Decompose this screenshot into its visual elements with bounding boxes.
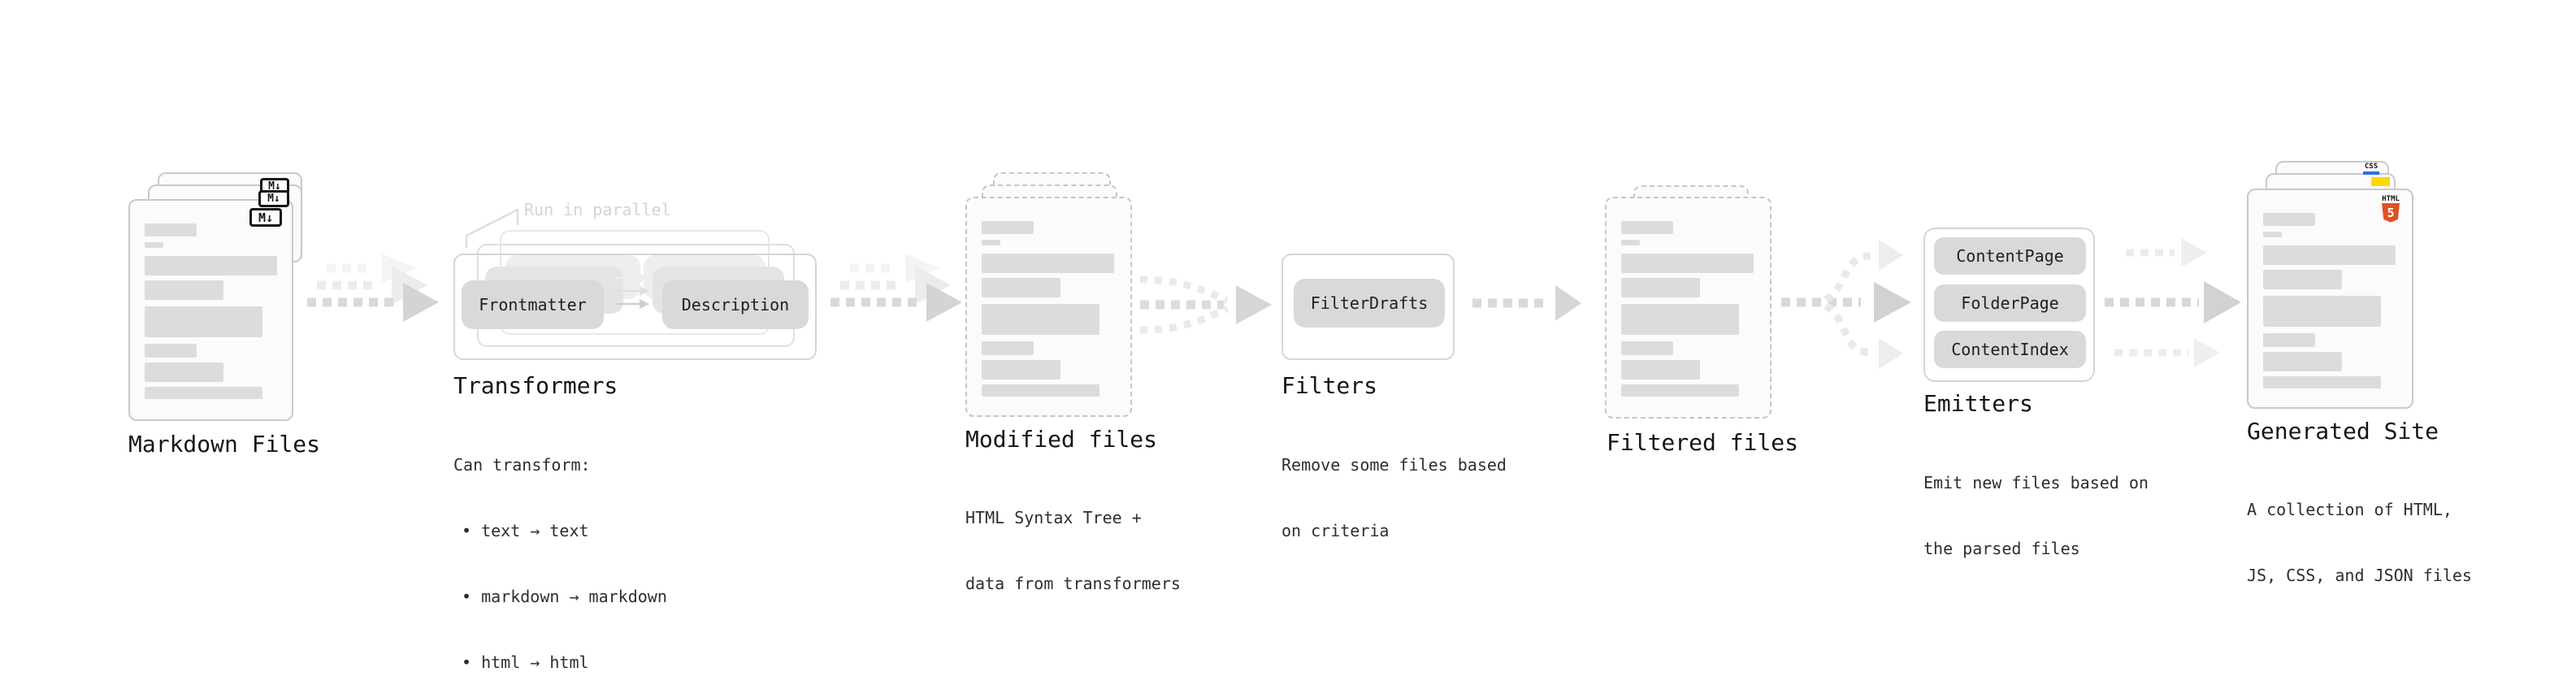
- doc-line-placeholder: [145, 344, 197, 358]
- html5-icon-label: HTML: [2382, 195, 2400, 203]
- doc-line-placeholder: [1621, 341, 1673, 355]
- doc-line-placeholder: [1621, 304, 1739, 335]
- transformers-note-line: • html → html: [462, 653, 589, 672]
- doc-line-placeholder: [145, 387, 262, 399]
- arrow-modified-to-filters-converge: [1139, 275, 1272, 334]
- transformers-title: Transformers: [453, 372, 618, 399]
- doc-line-placeholder: [2263, 296, 2381, 327]
- generated-note-line: A collection of HTML,: [2247, 500, 2452, 519]
- filtered-files-label: Filtered files: [1607, 429, 1799, 456]
- doc-line-placeholder: [982, 360, 1060, 380]
- doc-content-placeholder: [967, 221, 1130, 397]
- doc-line-placeholder: [145, 280, 223, 300]
- arrow-filters-to-filtered: [1472, 285, 1581, 321]
- description-pill: Description: [662, 280, 809, 329]
- css-icon: CSS: [2363, 163, 2379, 175]
- emitters-note: Emit new files based on the parsed files: [1923, 428, 2149, 604]
- doc-line-placeholder: [2263, 245, 2396, 265]
- html5-icon-number: 5: [2387, 206, 2394, 220]
- frontmatter-pill: Frontmatter: [462, 280, 604, 329]
- emitters-group-box: [1923, 228, 2095, 382]
- filtered-doc: [1605, 197, 1772, 419]
- arrow-transformers-to-modified: [830, 254, 962, 322]
- doc-content-placeholder: [130, 223, 292, 399]
- transformers-note-line: • text → text: [462, 521, 589, 540]
- doc-line-placeholder: [982, 278, 1060, 297]
- filters-note-line: on criteria: [1281, 521, 1390, 540]
- arrow-emitters-to-generated: [2105, 238, 2241, 367]
- doc-line-placeholder: [982, 254, 1114, 273]
- generated-site-note: A collection of HTML, JS, CSS, and JSON …: [2247, 455, 2472, 631]
- markdown-doc: M↓: [128, 199, 293, 421]
- doc-line-placeholder: [1621, 384, 1739, 397]
- doc-line-placeholder: [982, 384, 1099, 397]
- filters-group-box: [1281, 254, 1455, 360]
- filters-note-line: Remove some files based: [1281, 455, 1507, 475]
- arrow-markdown-to-transformers: [307, 254, 439, 322]
- doc-line-placeholder: [982, 221, 1034, 234]
- filters-note: Remove some files based on criteria: [1281, 410, 1507, 586]
- doc-line-placeholder: [2263, 213, 2315, 226]
- filterdrafts-pill: FilterDrafts: [1294, 279, 1445, 327]
- doc-line-placeholder: [145, 256, 277, 275]
- doc-line-placeholder: [145, 242, 163, 248]
- contentindex-pill: ContentIndex: [1934, 331, 2086, 368]
- doc-line-placeholder: [145, 362, 223, 382]
- doc-line-placeholder: [2263, 270, 2342, 289]
- doc-content-placeholder: [2249, 213, 2412, 388]
- doc-line-placeholder: [982, 240, 1000, 245]
- emitters-note-line: the parsed files: [1923, 539, 2080, 558]
- transformers-note-line: • markdown → markdown: [462, 587, 667, 606]
- generated-site-label: Generated Site: [2247, 418, 2439, 445]
- modified-files-note: HTML Syntax Tree + data from transformer…: [965, 463, 1181, 639]
- modified-note-line: HTML Syntax Tree +: [965, 508, 1142, 527]
- doc-line-placeholder: [1621, 221, 1673, 234]
- doc-line-placeholder: [1621, 240, 1640, 245]
- folderpage-pill: FolderPage: [1934, 284, 2086, 322]
- html5-icon: HTML 5: [2382, 195, 2400, 223]
- parallel-arrows-icon: [615, 273, 649, 309]
- generated-note-line: JS, CSS, and JSON files: [2247, 566, 2472, 585]
- filters-title: Filters: [1281, 372, 1378, 399]
- emitters-title: Emitters: [1923, 390, 2033, 417]
- arrow-filtered-to-emitters-split: [1781, 240, 1911, 369]
- doc-line-placeholder: [2263, 232, 2282, 237]
- markdown-icon: M↓: [249, 208, 282, 227]
- markdown-icon: M↓: [258, 190, 289, 207]
- doc-line-placeholder: [2263, 376, 2381, 388]
- doc-line-placeholder: [1621, 254, 1754, 273]
- run-in-parallel-annotation: Run in parallel: [524, 200, 671, 219]
- doc-line-placeholder: [1621, 278, 1700, 297]
- doc-content-placeholder: [1607, 221, 1770, 397]
- transformers-group-box: [453, 254, 817, 360]
- contentpage-pill: ContentPage: [1934, 237, 2086, 275]
- modified-note-line: data from transformers: [965, 574, 1181, 593]
- javascript-icon: [2371, 177, 2390, 186]
- modified-doc: [965, 197, 1132, 417]
- transformers-note-line: Can transform:: [453, 455, 591, 475]
- doc-line-placeholder: [145, 306, 262, 337]
- doc-line-placeholder: [982, 304, 1099, 335]
- doc-line-placeholder: [2263, 352, 2342, 371]
- modified-files-label: Modified files: [965, 426, 1158, 453]
- transformers-note: Can transform: • text → text • markdown …: [453, 410, 667, 681]
- doc-line-placeholder: [982, 341, 1034, 355]
- css-icon-label: CSS: [2364, 163, 2379, 171]
- doc-line-placeholder: [2263, 333, 2315, 347]
- css-icon-underline: [2363, 171, 2379, 175]
- emitters-note-line: Emit new files based on: [1923, 473, 2149, 492]
- doc-line-placeholder: [145, 223, 197, 236]
- doc-line-placeholder: [1621, 360, 1700, 380]
- generated-doc: HTML 5: [2247, 189, 2413, 409]
- run-in-parallel-callout-line: [465, 207, 519, 248]
- markdown-files-label: Markdown Files: [128, 431, 321, 458]
